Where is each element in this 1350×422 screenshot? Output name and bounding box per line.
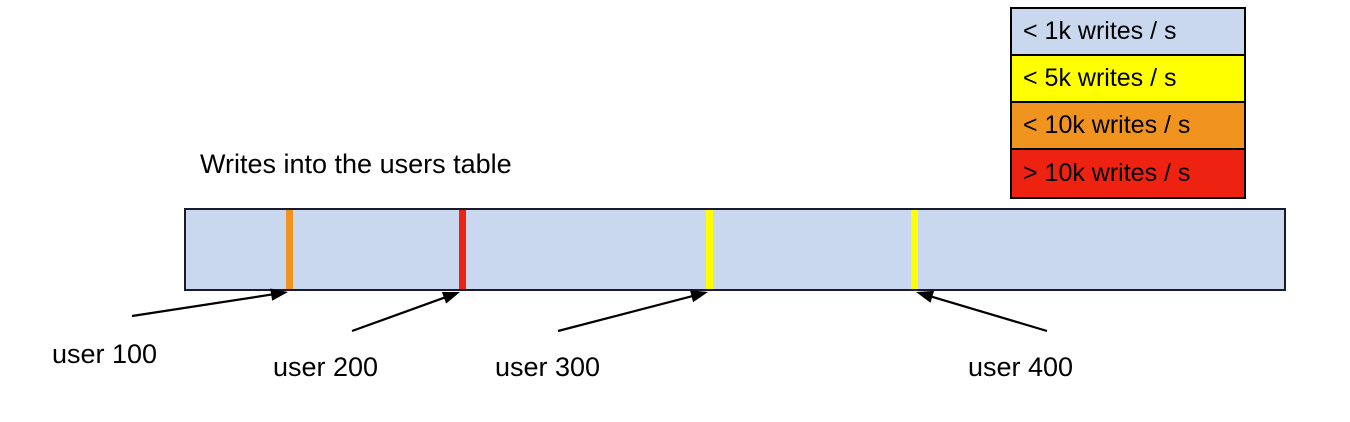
bar-title: Writes into the users table <box>200 149 512 179</box>
callout-arrow-head-1 <box>441 291 460 304</box>
legend-item-label: < 10k writes / s <box>1023 111 1191 139</box>
partition-stripe-user-200 <box>459 210 466 289</box>
partition-stripe-user-400 <box>911 210 918 289</box>
callout-arrow-shaft-1 <box>351 295 450 333</box>
callout-label-user-400: user 400 <box>968 352 1074 382</box>
legend-item-label: > 10k writes / s <box>1023 159 1191 187</box>
callout-arrow-head-3 <box>916 290 935 303</box>
users-table-bar <box>184 208 1286 291</box>
partition-stripe-user-100 <box>286 210 293 289</box>
partition-stripe-user-300 <box>706 210 713 289</box>
legend-item-0: < 1k writes / s <box>1012 9 1244 56</box>
callout-arrow-shaft-3 <box>927 294 1048 333</box>
callout-label-user-100: user 100 <box>52 339 158 369</box>
legend-item-1: < 5k writes / s <box>1012 56 1244 103</box>
callout-label-user-200: user 200 <box>273 352 379 382</box>
callout-arrow-head-2 <box>689 290 708 303</box>
legend-item-2: < 10k writes / s <box>1012 103 1244 150</box>
callout-arrow-shaft-0 <box>131 292 277 318</box>
callout-label-user-300: user 300 <box>495 352 601 382</box>
legend-item-label: < 1k writes / s <box>1023 17 1177 45</box>
legend-item-3: > 10k writes / s <box>1012 150 1244 197</box>
legend: < 1k writes / s < 5k writes / s < 10k wr… <box>1010 7 1246 199</box>
legend-item-label: < 5k writes / s <box>1023 64 1177 92</box>
callout-arrow-shaft-2 <box>557 293 697 333</box>
